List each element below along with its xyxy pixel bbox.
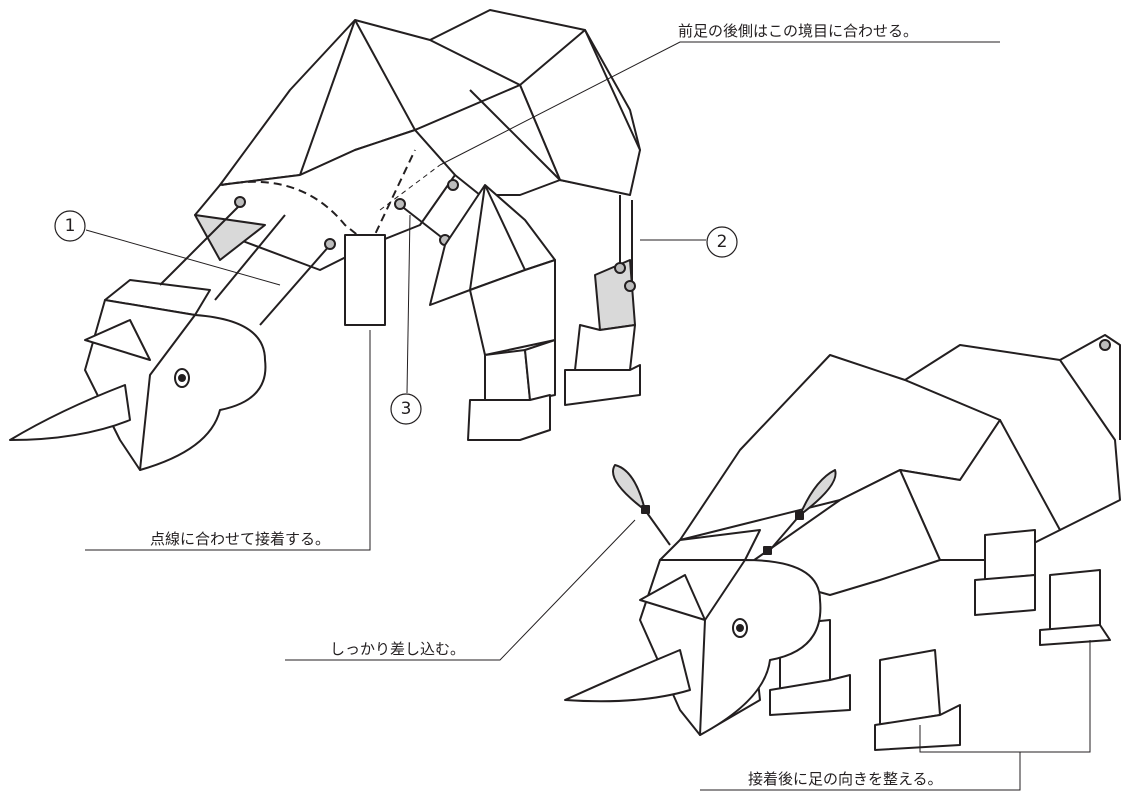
head-snout (139, 314, 267, 471)
assembled-foot (1039, 624, 1111, 646)
leader-1 (85, 229, 281, 286)
rod (214, 214, 286, 301)
peg (1099, 339, 1111, 351)
fold-line (299, 19, 356, 176)
front-leg-upper (469, 259, 556, 356)
rear-leg-tube-front (574, 324, 636, 371)
fold-line (354, 19, 416, 131)
rod (259, 244, 331, 326)
exploded-dinosaur (9, 9, 641, 471)
assembled-pupil (736, 624, 744, 632)
assembled-foot (974, 574, 1036, 616)
assembled-snout (699, 559, 822, 736)
horn-large (9, 384, 131, 441)
tail (1059, 334, 1121, 440)
frill-left (612, 464, 646, 511)
svg-text:1: 1 (65, 216, 76, 236)
assembled-lower (739, 469, 941, 596)
frill-stem (644, 509, 671, 546)
front-leg-lower (484, 349, 531, 401)
peg (324, 238, 336, 250)
step-marker-2: 2 (706, 226, 738, 258)
leader-adjust-feet-down (700, 752, 1021, 791)
assembled-dinosaur (564, 334, 1121, 751)
callout-front-leg-align: 前足の後側はこの境目に合わせる。 (678, 22, 918, 40)
leader-front-leg-dashed (379, 164, 441, 211)
leader-insert (285, 519, 636, 661)
assembled-leg-1 (984, 529, 1036, 581)
rod (399, 204, 446, 241)
peg (614, 262, 626, 274)
horn-small (84, 319, 151, 361)
rod (159, 204, 241, 286)
assembled-leg-2 (1049, 569, 1101, 631)
assembled-leg-3 (879, 649, 941, 726)
assembled-horn-small (639, 574, 706, 621)
front-leg-lower-side (524, 339, 556, 401)
fold-line (469, 89, 561, 181)
svg-text:3: 3 (401, 399, 412, 419)
svg-text:2: 2 (717, 232, 728, 252)
callout-insert-firmly: しっかり差し込む。 (330, 640, 465, 658)
callout-dotted-glue: 点線に合わせて接着する。 (150, 530, 330, 548)
assembled-head-top (659, 529, 761, 561)
peg (447, 179, 459, 191)
tab-strip (344, 234, 386, 326)
peg-marker (641, 505, 650, 514)
peg (234, 196, 246, 208)
callout-adjust-feet: 接着後に足の向きを整える。 (748, 770, 943, 788)
dotted-glue-line (221, 149, 416, 246)
callout-leaders (85, 41, 1091, 791)
leader-dotted-glue (85, 330, 371, 551)
front-foot (467, 394, 551, 441)
rear-foot (564, 364, 641, 406)
peg (394, 198, 406, 210)
leader-adjust-feet (919, 640, 1091, 753)
fold-line (484, 184, 526, 271)
step-marker-1: 1 (54, 210, 86, 242)
peg (624, 280, 636, 292)
leader-front-leg (439, 41, 1000, 166)
leader-3 (406, 214, 411, 394)
step-marker-3: 3 (390, 393, 422, 425)
assembled-horn-large (564, 649, 691, 703)
pupil (178, 374, 186, 382)
peg-marker (795, 511, 804, 520)
assembled-foot (769, 674, 851, 716)
frill-stem (769, 514, 801, 551)
peg-marker (763, 546, 772, 555)
frill-right (799, 469, 837, 516)
fold-line (469, 184, 486, 291)
assembled-foot (874, 704, 961, 751)
